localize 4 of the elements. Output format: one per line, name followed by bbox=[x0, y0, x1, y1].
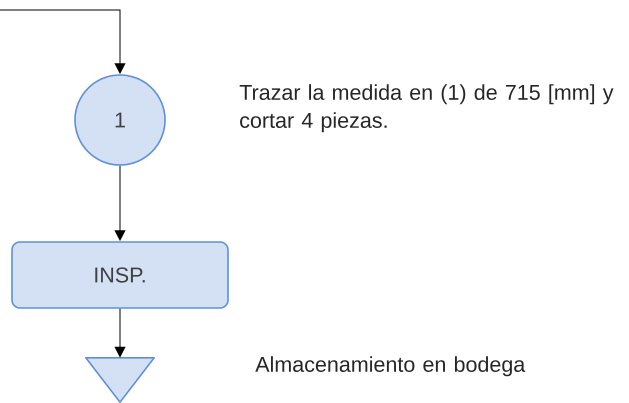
step-note: Trazar la medida en (1) de 715 [mm] y cortar 4 piezas. bbox=[240, 84, 614, 132]
process-box: INSP. bbox=[11, 241, 229, 309]
step-note: Almacenamiento en bodega bbox=[255, 356, 526, 376]
storage-triangle bbox=[85, 357, 155, 403]
